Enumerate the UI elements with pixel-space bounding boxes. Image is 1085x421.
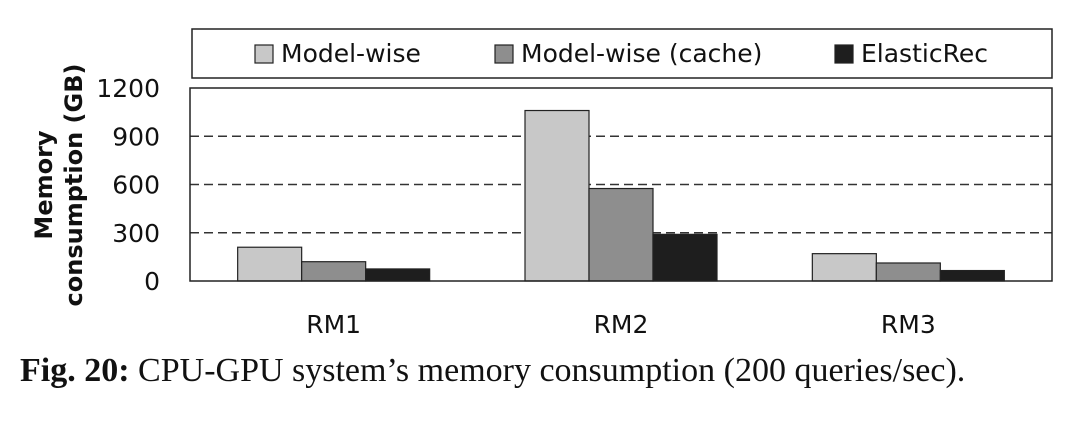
plot-area-frame (189, 87, 1053, 282)
category-label: RM2 (594, 310, 649, 339)
legend-swatch (834, 44, 854, 64)
bar-rm3-series-1 (811, 253, 877, 282)
category-labels: RM1 RM2 RM3 (306, 310, 936, 339)
bar-rm1-series-3 (365, 268, 431, 282)
bar-rm1-series-1 (237, 246, 303, 282)
y-axis-label-line1: Memory (30, 130, 58, 239)
bar-rm3-series-2 (875, 262, 941, 282)
y-axis-label-line2: consumption (GB) (60, 64, 88, 307)
category-label: RM3 (881, 310, 936, 339)
legend-label: Model-wise (cache) (521, 39, 762, 68)
legend: Model-wise Model-wise (cache) ElasticRec (254, 39, 988, 68)
caption-label: Fig. 20: (20, 352, 130, 389)
bar-rm2-series-3 (652, 233, 718, 282)
bar-rm2-series-1 (524, 109, 590, 282)
legend-swatch (494, 44, 514, 64)
y-tick-label: 600 (112, 171, 160, 200)
legend-swatch (254, 44, 274, 64)
legend-box (191, 28, 1053, 79)
y-tick-label: 1200 (96, 74, 160, 103)
legend-label: Model-wise (281, 39, 421, 68)
caption-text: CPU-GPU system’s memory consumption (200… (129, 352, 966, 389)
y-tick-label: 300 (112, 219, 160, 248)
y-tick-label: 900 (112, 122, 160, 151)
bar-rm1-series-2 (301, 261, 367, 282)
legend-label: ElasticRec (861, 39, 988, 68)
gridlines (190, 135, 1052, 234)
y-tick-label: 0 (144, 267, 160, 296)
y-tick-labels: 0 300 600 900 1200 (96, 74, 160, 296)
bar-rm2-series-2 (588, 187, 654, 282)
figure-caption: Fig. 20: CPU-GPU system’s memory consump… (20, 352, 1080, 390)
bar-rm3-series-3 (939, 269, 1005, 282)
category-label: RM1 (306, 310, 361, 339)
